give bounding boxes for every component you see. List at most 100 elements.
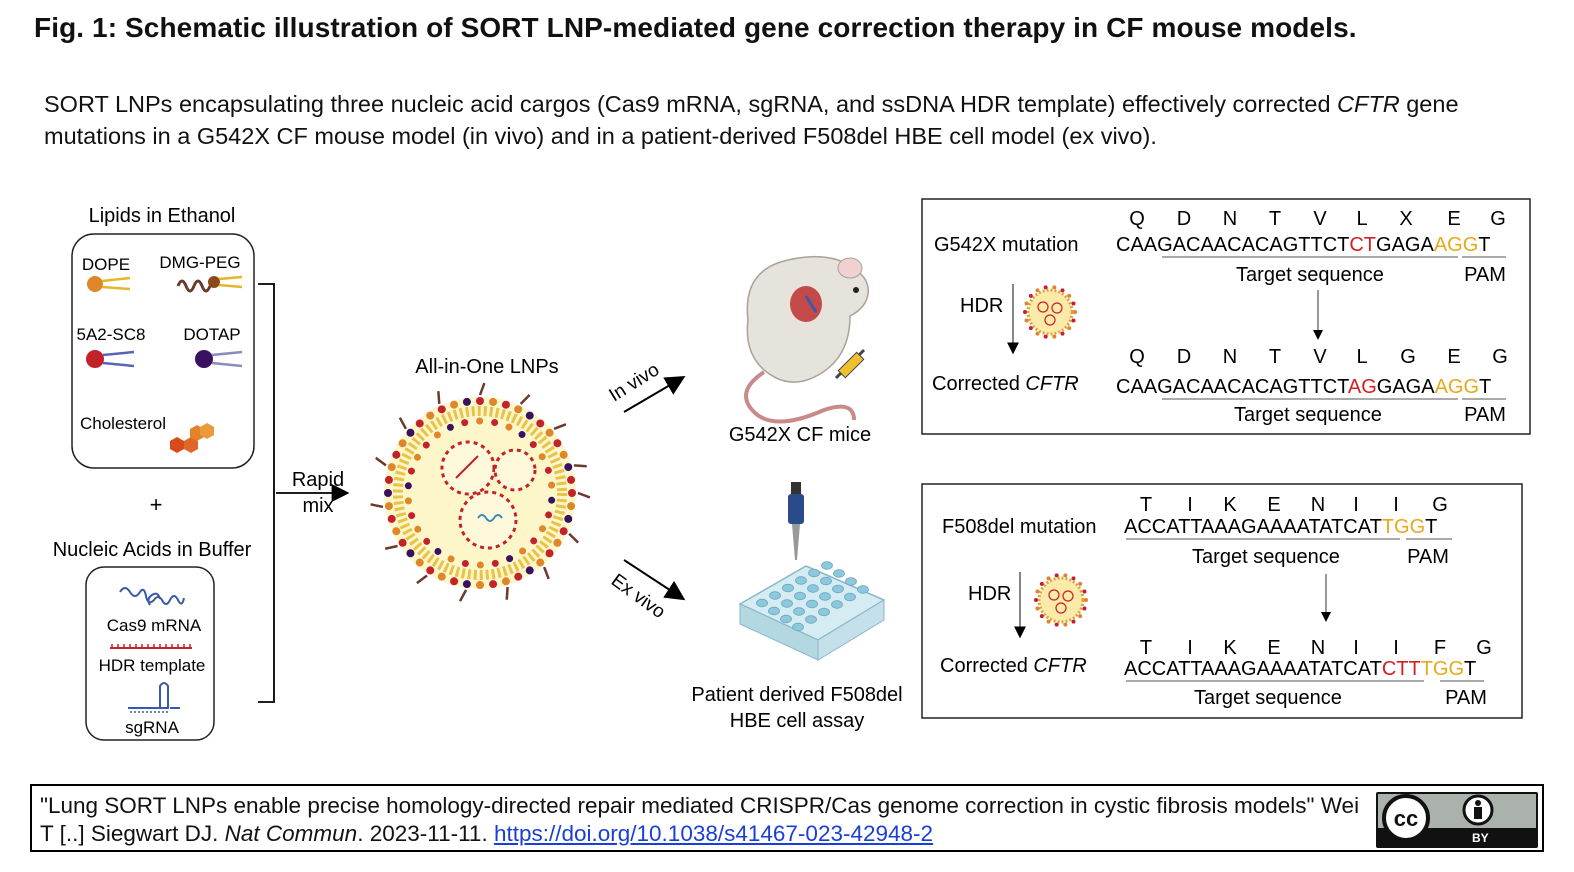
mix-label-line1: Rapid — [292, 469, 344, 491]
lipid-head-inner — [446, 423, 454, 431]
citation-quote: "Lung SORT LNPs enable precise homology-… — [40, 793, 1360, 846]
f508-mutation-label: F508del mutation — [942, 516, 1097, 538]
lipid-head-inner — [461, 419, 469, 427]
well — [807, 584, 819, 593]
dope-icon — [87, 276, 131, 292]
amino-acid-letter: L — [1356, 346, 1367, 368]
mini-lnp-head — [1060, 288, 1065, 293]
lipid-head — [437, 572, 446, 581]
mini-lnp-head — [1043, 334, 1048, 339]
cholesterol-icon — [170, 423, 214, 453]
lnp-particle-icon — [370, 382, 591, 602]
lipid-head-inner — [491, 419, 499, 427]
well — [794, 591, 806, 601]
amino-acid-letter: T — [1269, 346, 1281, 368]
mini-lnp-head — [1035, 288, 1040, 293]
lipid-head-inner — [518, 431, 526, 439]
lipid-head — [437, 405, 446, 414]
lipid-head — [567, 502, 576, 511]
amino-acid-letter: G — [1490, 208, 1506, 230]
amino-acid-letter: E — [1447, 208, 1460, 230]
mix-label-line2: mix — [302, 495, 333, 517]
figure-title: Fig. 1: Schematic illustration of SORT L… — [34, 12, 1357, 43]
lipids-box — [71, 233, 255, 469]
lipid-head-inner — [423, 537, 431, 545]
lipid-head — [489, 580, 498, 589]
lipid-head — [398, 439, 407, 448]
amino-acid-letter: D — [1177, 208, 1191, 230]
lipid-head — [545, 428, 554, 437]
lipid-head-inner — [413, 453, 421, 461]
cells-label-line2: HBE cell assay — [730, 710, 865, 732]
mini-lnp-head — [1078, 614, 1083, 619]
nucleic-box — [85, 566, 215, 741]
lipid-head — [450, 577, 459, 586]
amino-acid-letter: I — [1393, 637, 1399, 659]
lipid-head — [387, 463, 396, 472]
caption-part1: SORT LNPs encapsulating three nucleic ac… — [44, 91, 1338, 117]
invivo-label: In vivo — [606, 359, 664, 406]
mini-lnp-head — [1039, 581, 1044, 586]
mini-lnp-head — [1071, 576, 1076, 581]
lipid-head-inner — [476, 561, 484, 569]
lipid-head-inner — [447, 555, 455, 563]
well — [781, 599, 793, 608]
mini-lnp-head — [1063, 573, 1068, 578]
amino-acid-letter: I — [1353, 494, 1359, 516]
g542x-panel — [921, 198, 1531, 435]
mini-lnp-cargo — [1048, 589, 1060, 601]
amino-acid-letter: G — [1432, 494, 1448, 516]
lipid-head-inner — [404, 482, 412, 490]
well — [805, 615, 817, 624]
g542x-target-label: Target sequence — [1236, 264, 1384, 286]
citation-journal: Nat Commun — [224, 821, 358, 846]
mini-lnp-head — [1046, 576, 1051, 581]
lipid-head — [406, 549, 415, 558]
amino-acid-letter: Q — [1129, 346, 1145, 368]
lipid-head — [568, 489, 576, 497]
lipid-head-inner — [545, 511, 553, 519]
mini-lnp-head — [1043, 285, 1048, 290]
amino-acid-letter: N — [1223, 208, 1237, 230]
amino-acid-letter: I — [1393, 494, 1399, 516]
figure-caption: SORT LNPs encapsulating three nucleic ac… — [44, 88, 1524, 152]
g542x-pam-label-corrected: PAM — [1464, 404, 1506, 426]
well — [806, 599, 818, 609]
f508-target-label-corrected: Target sequence — [1194, 687, 1342, 709]
peg-tail — [416, 574, 428, 585]
lipid-head — [501, 400, 510, 409]
citation-date: . 2023-11-11. — [357, 821, 494, 846]
mini-lnp-head — [1024, 301, 1029, 306]
lipid-head — [476, 581, 484, 589]
dotap-icon — [195, 350, 243, 368]
amino-acid-letter: G — [1400, 346, 1416, 368]
well — [782, 583, 794, 593]
lipid-head — [501, 577, 510, 586]
lipid-head — [525, 566, 534, 575]
amino-acid-letter: V — [1313, 208, 1327, 230]
amino-acid-letter: I — [1187, 637, 1193, 659]
mini-lnp-head — [1071, 301, 1076, 306]
f508-hdr-label: HDR — [968, 583, 1011, 605]
amino-acid-letter: L — [1356, 208, 1367, 230]
well — [832, 584, 844, 594]
doi-link[interactable]: https://doi.org/10.1038/s41467-023-42948… — [493, 821, 934, 846]
lipid-head — [559, 527, 568, 536]
lnp-label: All-in-One LNPs — [415, 356, 558, 378]
g542x-corrected-label: Corrected CFTR — [932, 373, 1079, 395]
a5a2-icon — [86, 350, 135, 368]
well — [844, 592, 856, 602]
mini-lnp-cargo — [1055, 602, 1067, 614]
lipid-head-inner — [491, 559, 499, 567]
amino-acid-letter: G — [1476, 637, 1492, 659]
lipid-head — [462, 397, 471, 406]
cc-by-license-badge[interactable]: cc BY — [1376, 792, 1538, 848]
well — [857, 585, 869, 594]
amino-acid-letter: Q — [1129, 208, 1145, 230]
amino-acid-letter: T — [1140, 637, 1152, 659]
lipid-head-inner — [433, 431, 441, 439]
amino-acid-letter: N — [1223, 346, 1237, 368]
mini-lnp-head — [1035, 606, 1040, 611]
peg-tail — [437, 391, 441, 404]
